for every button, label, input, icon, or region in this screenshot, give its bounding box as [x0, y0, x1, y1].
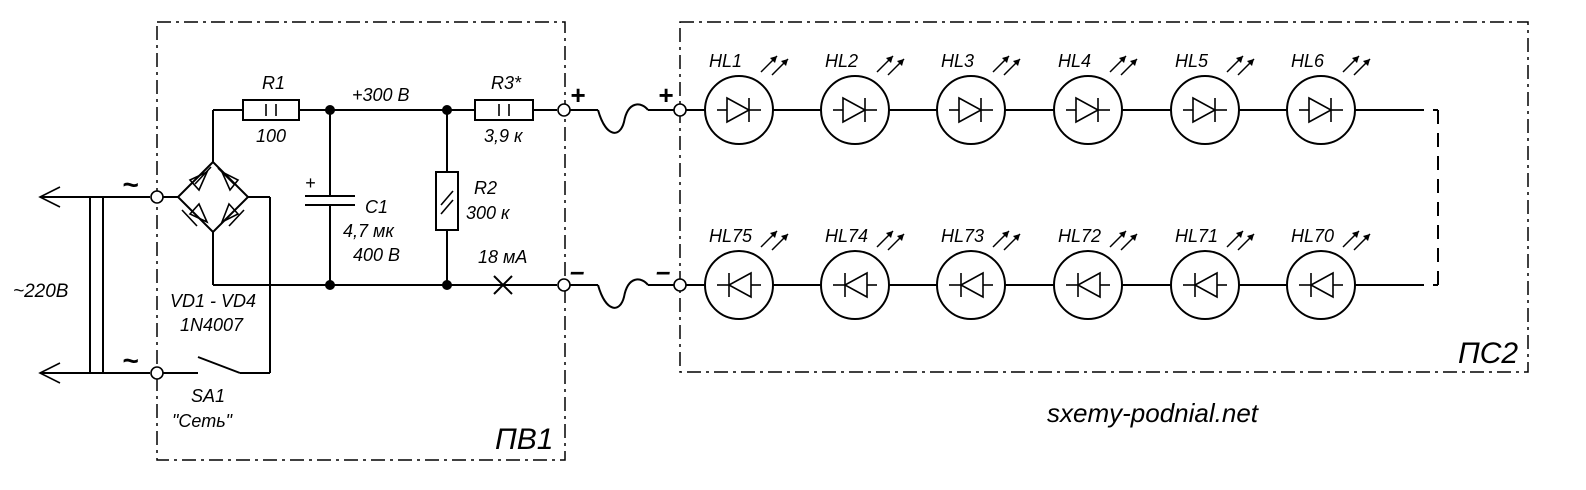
c1-ref: C1	[365, 197, 388, 217]
bus-voltage: +300 В	[352, 85, 410, 105]
pv1-label: ПВ1	[495, 423, 553, 456]
led	[936, 55, 1021, 145]
r2-ref: R2	[474, 178, 497, 198]
led-label: HL3	[941, 51, 974, 71]
led	[1053, 230, 1138, 320]
terminal-ps2-plus	[673, 103, 687, 117]
c1-value: 4,7 мк	[343, 221, 395, 241]
ps2-enclosure	[679, 21, 1529, 373]
bottom-rail	[213, 275, 557, 295]
led	[1286, 230, 1371, 320]
pv1-plus: +	[570, 80, 585, 110]
r1-ref: R1	[262, 73, 285, 93]
connector-cable	[570, 103, 674, 309]
led-label: HL4	[1058, 51, 1091, 71]
led-label: HL70	[1291, 226, 1334, 246]
mains-label: ~220B	[13, 281, 69, 302]
led-label: HL73	[941, 226, 984, 246]
led	[704, 230, 789, 320]
led	[1170, 230, 1255, 320]
led-label: HL2	[825, 51, 858, 71]
junction-dot	[325, 280, 335, 290]
junction-dot	[442, 105, 452, 115]
led	[820, 55, 905, 145]
switch-sa1	[163, 356, 270, 374]
junction-dot	[325, 105, 335, 115]
diode-bridge	[163, 110, 271, 373]
r1-value: 100	[256, 126, 286, 146]
led	[820, 230, 905, 320]
terminal-ac-bottom	[150, 366, 164, 380]
ps2-plus: +	[658, 80, 673, 110]
led-label: HL75	[709, 226, 753, 246]
ps2-label: ПС2	[1458, 337, 1518, 370]
mains-input	[38, 186, 150, 384]
junction-dot	[442, 280, 452, 290]
led-label: HL71	[1175, 226, 1218, 246]
r3-value: 3,9 к	[484, 126, 524, 146]
led	[1286, 55, 1371, 145]
mains-tilde-bottom: ~	[122, 345, 138, 376]
pv1-minus: –	[570, 256, 584, 286]
led	[704, 55, 789, 145]
terminal-pv1-minus	[557, 278, 571, 292]
led	[1170, 55, 1255, 145]
bridge-label: VD1 - VD4	[170, 291, 256, 311]
c1-polarity: +	[305, 173, 316, 193]
ps2-minus: –	[656, 256, 670, 286]
r3-ref: R3*	[491, 73, 522, 93]
watermark: sxemy-podnial.net	[1047, 398, 1260, 428]
bridge-part: 1N4007	[180, 315, 244, 335]
capacitor-c1	[305, 110, 355, 285]
mains-tilde-top: ~	[122, 169, 138, 200]
leds-top: HL1 HL2 HL3 HL4 HL5 HL6	[704, 51, 1371, 145]
led	[936, 230, 1021, 320]
resistor-r2	[435, 110, 459, 285]
leds-bottom: HL75 HL74 HL73 HL72 HL71 HL70	[704, 226, 1371, 320]
switch-ref: SA1	[191, 386, 225, 406]
r2-value: 300 к	[466, 203, 511, 223]
led-label: HL72	[1058, 226, 1101, 246]
pv1-enclosure	[156, 21, 566, 461]
terminal-pv1-plus	[557, 103, 571, 117]
led	[1053, 55, 1138, 145]
current-label: 18 мА	[478, 247, 527, 267]
led-label: HL74	[825, 226, 868, 246]
led-label: HL1	[709, 51, 742, 71]
led-label: HL6	[1291, 51, 1325, 71]
c1-voltage: 400 В	[353, 245, 400, 265]
terminal-ps2-minus	[673, 278, 687, 292]
terminal-ac-top	[150, 190, 164, 204]
switch-name: "Сеть"	[172, 411, 234, 431]
led-label: HL5	[1175, 51, 1209, 71]
